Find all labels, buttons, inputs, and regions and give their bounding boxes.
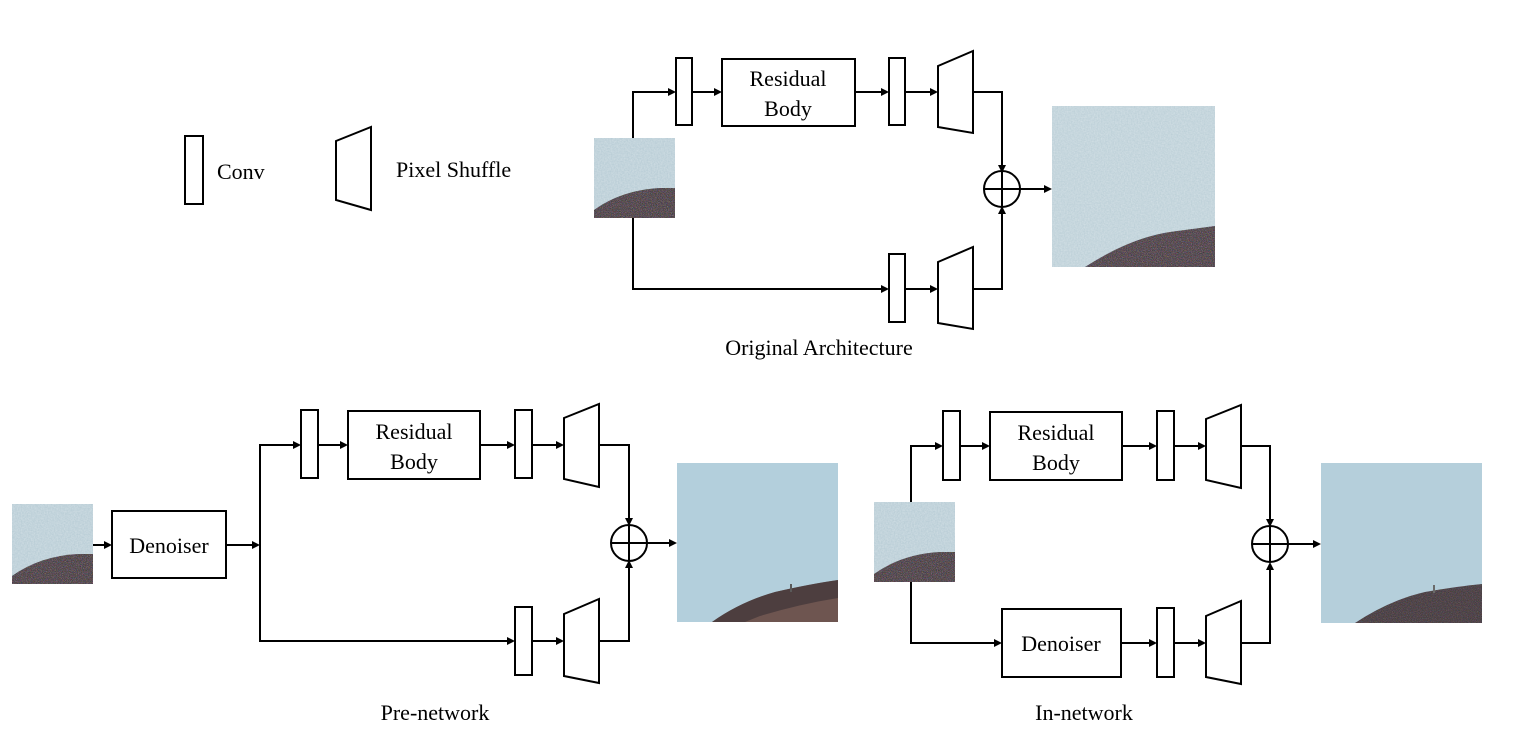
pixel-shuffle-legend-icon (335, 125, 372, 212)
residual-body-label: Body (1032, 450, 1080, 475)
pre-network-architecture: Denoiser Residual Body (12, 402, 838, 725)
residual-body-label: Residual (750, 66, 827, 91)
sum-node (610, 524, 648, 562)
denoiser-block (1001, 608, 1122, 678)
conv-block (300, 409, 319, 479)
caption-in-network: In-network (1035, 700, 1133, 725)
conv-block (514, 409, 533, 479)
sum-node (1251, 525, 1289, 563)
noisy-input-image (594, 138, 675, 218)
output-image (1052, 106, 1215, 267)
conv-block (888, 253, 906, 323)
caption-original: Original Architecture (725, 335, 913, 360)
denoiser-label: Denoiser (129, 533, 209, 558)
pixel-shuffle-block (937, 49, 974, 135)
residual-body-label: Residual (1018, 420, 1095, 445)
denoiser-block (111, 510, 227, 579)
output-image (677, 463, 838, 622)
pixel-shuffle-block (937, 245, 974, 331)
conv-legend-label: Conv (217, 159, 265, 184)
residual-body-label: Body (390, 449, 438, 474)
caption-pre-network: Pre-network (381, 700, 490, 725)
pixel-shuffle-legend-label: Pixel Shuffle (396, 157, 511, 182)
conv-block (1156, 410, 1175, 481)
output-image (1321, 463, 1482, 623)
pixel-shuffle-block (563, 402, 600, 489)
pixel-shuffle-block (563, 597, 600, 685)
residual-body-block (721, 58, 856, 127)
conv-block (942, 410, 961, 481)
residual-body-label: Residual (376, 419, 453, 444)
original-architecture: Residual Body Origina (594, 49, 1215, 360)
noisy-input-image (874, 502, 955, 582)
conv-block (514, 606, 533, 676)
legend: Conv Pixel Shuffle (184, 125, 511, 212)
conv-legend-icon (184, 135, 204, 205)
conv-block (675, 57, 693, 126)
residual-body-block (989, 411, 1123, 481)
residual-body-label: Body (764, 96, 812, 121)
conv-block (1156, 607, 1175, 678)
sum-node (983, 170, 1021, 208)
in-network-architecture: Residual Body Denoiser (874, 403, 1482, 725)
pixel-shuffle-block (1205, 599, 1242, 686)
residual-body-block (347, 410, 481, 480)
denoiser-label: Denoiser (1021, 631, 1101, 656)
pixel-shuffle-block (1205, 403, 1242, 490)
noisy-input-image (12, 504, 93, 584)
conv-block (888, 57, 906, 126)
